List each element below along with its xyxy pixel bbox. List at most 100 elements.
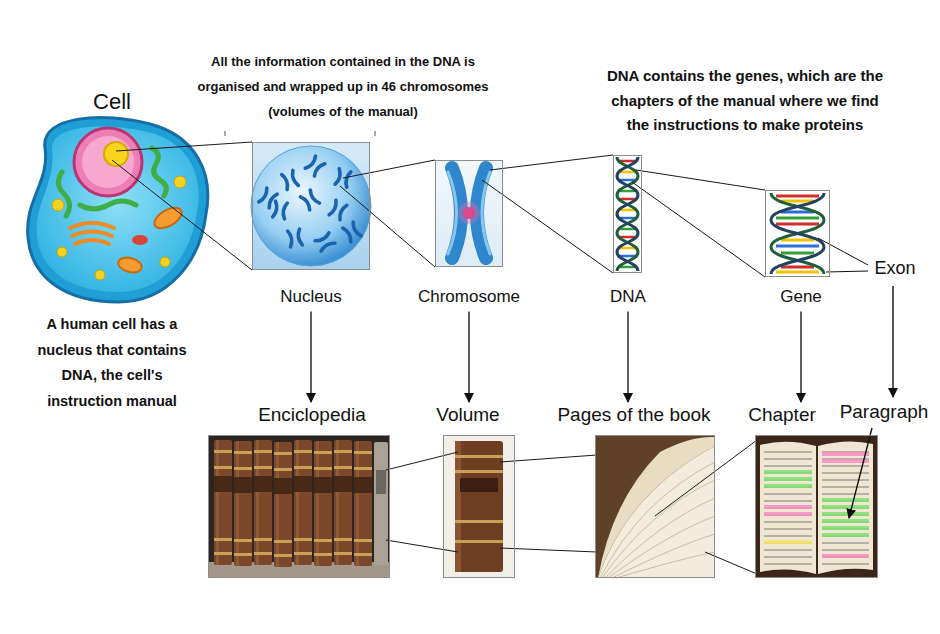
dna-picture [620,171,635,174]
arrow-connector [627,311,628,402]
nucleus-picture [300,190,319,210]
cell-heading: Cell [93,89,131,115]
encyclopedia-photo-picture [234,441,252,566]
leader-line [849,428,872,518]
open-book-photo-picture [764,484,812,488]
encyclopedia-photo-picture [208,435,390,578]
zoom-line [636,170,765,190]
gene-picture [776,223,819,226]
gene-picture [776,217,819,220]
open-book-photo-picture [764,470,812,474]
dna-picture [620,190,635,193]
open-book-photo-picture [764,512,812,516]
dna-picture [620,179,635,182]
nucleus-picture [288,229,303,247]
volume-photo-picture [455,520,503,523]
open-book-photo-picture [822,554,869,558]
cell-illustration [82,136,134,188]
encyclopedia-photo-picture [354,441,372,566]
zoom-line [490,155,613,170]
dna-picture [620,209,635,212]
gene-picture [771,193,824,274]
cell-illustration [151,204,185,233]
pages-photo-picture [595,435,715,578]
pages-photo-picture [600,462,715,578]
gene-frame: Gene [765,190,830,277]
encyclopedia-photo-picture [376,470,386,494]
leader-line [225,131,893,518]
gene-picture [776,245,819,248]
dna-picture [617,157,638,271]
zoom-line [632,182,765,277]
zoom-line [112,160,252,270]
open-book-photo-picture [755,435,878,578]
chromosome-picture [458,202,480,224]
pages-photo-picture [598,437,715,578]
open-book-photo-picture [822,505,869,509]
cell-illustration [117,255,144,275]
volume-photo-picture [460,478,498,492]
cell-group: Cell A human cell has a nucleus that cont… [10,85,215,418]
open-book-photo-picture [822,512,869,516]
explanation-note: DNA contains the genes, which are the ch… [603,64,888,138]
cell-illustration [28,118,208,302]
encyclopedia-photo-picture [314,441,332,566]
cell-illustration [160,257,170,267]
nucleus-picture [329,200,347,220]
zoom-line [655,440,757,516]
cell-illustration [132,235,148,245]
volume-photo-picture [455,441,461,572]
open-book-photo-picture [760,442,816,574]
part-label: Gene [780,287,822,307]
arrow-connector [800,311,801,402]
volume-photo-picture [443,435,515,578]
encyclopedia-photo: Enciclopedia [208,435,390,578]
open-book-photo: Chapter [755,435,878,578]
dna-picture [620,236,635,239]
nucleus-picture [315,233,335,251]
dna-picture [620,160,635,163]
cell-illustration [75,240,109,244]
open-book-photo-picture [764,477,812,481]
cell-illustration [174,176,186,188]
open-book-photo-picture [822,459,869,463]
dna-picture [620,247,635,250]
leader-line [892,286,893,397]
volume-photo-picture [443,435,515,578]
zoom-line [482,180,613,273]
zoom-line [340,186,435,267]
encyclopedia-photo-picture [374,442,388,565]
cell-illustration [52,199,64,211]
gene-picture [765,190,830,277]
part-label: Nucleus [280,287,341,307]
dna-picture [613,155,642,273]
analogy-label: Paragraph [840,401,929,424]
chromosome-picture [463,207,475,219]
cell-illustration [74,128,142,196]
volume-photo-picture [455,470,503,473]
nucleus-picture [282,170,299,189]
leader-line [225,131,226,136]
gene-picture [776,195,819,198]
open-book-photo-picture [764,540,812,544]
nucleus-picture [305,156,324,176]
gene-picture [776,271,819,274]
open-book-photo-picture [822,452,869,456]
volume-photo-picture [455,540,503,543]
chromosome-frame: Chromosome [435,160,503,267]
cell-illustration [28,118,208,302]
dna-picture [613,155,642,273]
cell-illustration [104,142,128,166]
leader-line [826,271,868,272]
open-book-photo-picture [764,505,812,509]
cell-illustration [57,247,67,257]
dna-picture [617,157,638,271]
volume-photo-picture [455,455,503,458]
explanation-note: All the information contained in the DNA… [192,49,494,124]
part-label: Chromosome [418,287,520,307]
gene-picture [781,239,814,242]
cell-description: A human cell has a nucleus that contains… [30,312,195,414]
nucleus-picture [259,188,277,208]
pages-photo-picture [595,435,715,578]
part-label: DNA [610,287,646,307]
